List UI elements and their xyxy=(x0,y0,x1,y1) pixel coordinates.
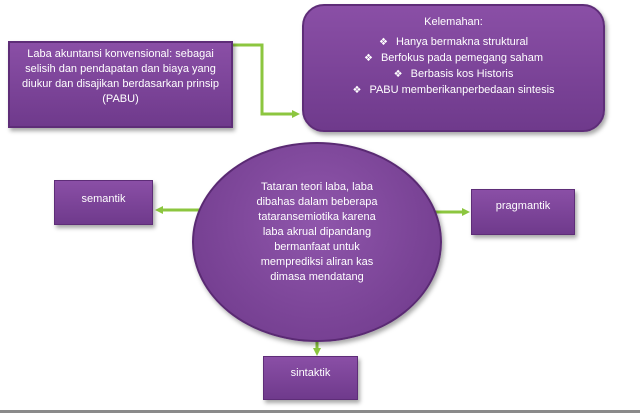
center-line: memprediksi aliran kas xyxy=(260,256,374,268)
node-sintaktik: sintaktik xyxy=(263,356,358,400)
weakness-item: ❖ PABU memberikanperbedaan sintesis xyxy=(304,82,603,98)
weakness-item-text: Hanya bermakna struktural xyxy=(395,36,529,48)
weakness-box: Kelemahan: ❖ Hanya bermakna struktural ❖ B… xyxy=(302,4,605,132)
definition-line: selisih dan pendapatan dan biaya yang xyxy=(25,63,216,75)
weakness-item-text: Berbasis kos Historis xyxy=(410,68,514,80)
center-line: laba akrual dipandang xyxy=(262,226,372,238)
weakness-item: ❖ Berbasis kos Historis xyxy=(304,66,603,82)
weakness-item: ❖ Hanya bermakna struktural xyxy=(304,34,603,50)
center-line: dimasa mendatang xyxy=(270,271,364,283)
center-concept-circle: Tataran teori laba, laba dibahas dalam b… xyxy=(192,142,442,342)
weakness-title: Kelemahan: xyxy=(424,16,483,28)
weakness-item-text: Berfokus pada pemegang saham xyxy=(380,52,544,64)
weakness-list: ❖ Hanya bermakna struktural ❖ Berfokus pad… xyxy=(304,34,603,98)
arrow-definition-to-weakness xyxy=(233,43,300,118)
definition-line: (PABU) xyxy=(102,93,139,105)
definition-line: Laba akuntansi konvensional: sebagai xyxy=(27,48,214,60)
center-line: Tataran teori laba, laba xyxy=(261,181,373,193)
diamond-bullet-icon: ❖ xyxy=(352,85,362,96)
diamond-bullet-icon: ❖ xyxy=(393,69,403,80)
node-semantik: semantik xyxy=(54,180,153,225)
definition-box: Laba akuntansi konvensional: sebagai sel… xyxy=(8,41,233,128)
bottom-border xyxy=(0,410,640,413)
definition-line: diukur dan disajikan berdasarkan prinsip xyxy=(22,78,219,90)
diamond-bullet-icon: ❖ xyxy=(363,53,373,64)
diamond-bullet-icon: ❖ xyxy=(378,37,388,48)
weakness-item: ❖ Berfokus pada pemegang saham xyxy=(304,50,603,66)
center-line: bermanfaat untuk xyxy=(274,241,360,253)
center-line: tataransemiotika karena xyxy=(258,211,376,223)
weakness-item-text: PABU memberikanperbedaan sintesis xyxy=(369,84,555,96)
center-line: dibahas dalam beberapa xyxy=(256,196,378,208)
node-pragmantik: pragmantik xyxy=(471,189,575,235)
